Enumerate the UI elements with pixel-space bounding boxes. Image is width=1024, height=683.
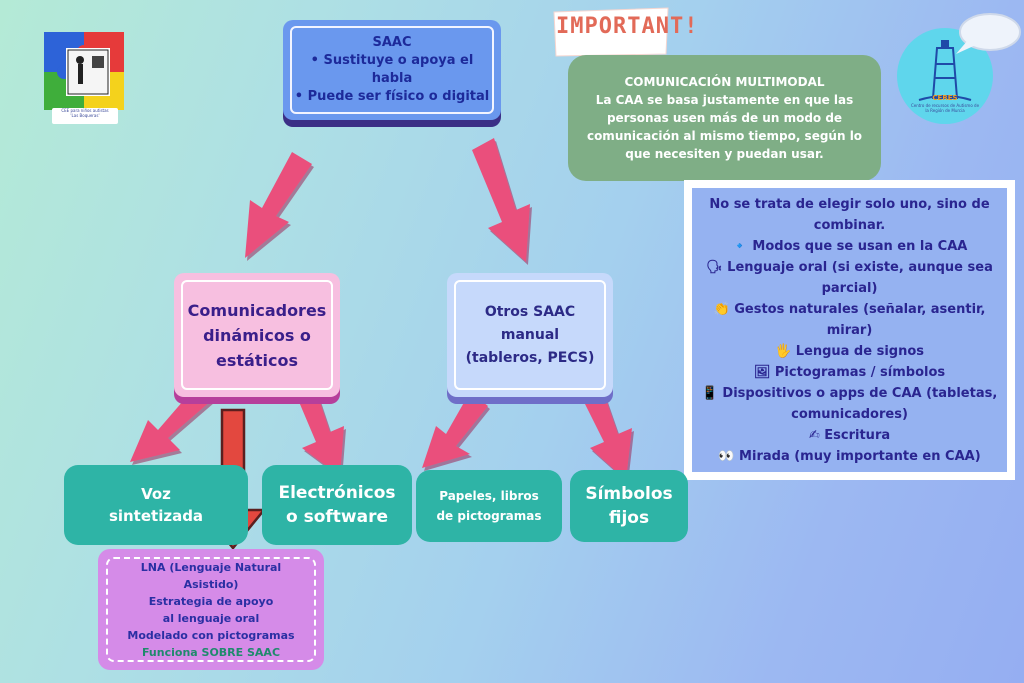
modes-line: mirar)	[826, 322, 873, 338]
papeles-line-1: Papeles, libros	[439, 489, 539, 503]
electronicos-label: Electrónicos o software	[262, 465, 412, 545]
modes-box: No se trata de elegir solo uno, sino de …	[684, 180, 1015, 480]
multimodal-line-3: comunicación al mismo tiempo, según lo	[586, 129, 863, 143]
ceres-caption: Centro de recursos de Autismo de la Regi…	[910, 103, 980, 113]
saac-line-1: • Sustituye o apoya el habla	[310, 53, 474, 86]
saac-box: SAAC • Sustituye o apoya el habla • Pued…	[283, 20, 501, 120]
multimodal-title: COMUNICACIÓN MULTIMODAL	[624, 75, 825, 89]
multimodal-line-4: que necesiten y puedan usar.	[625, 147, 824, 161]
simbolos-line-2: fijos	[608, 508, 650, 528]
modes-line: 🗣 Lenguaje oral (si existe, aunque sea	[706, 259, 993, 275]
important-sticker: IMPORTANT!	[552, 6, 697, 58]
other-saac-box: Otros SAAC manual (tableros, PECS)	[447, 273, 613, 397]
ceres-name: CERES	[932, 94, 958, 102]
saac-title: SAAC	[372, 35, 412, 50]
sticker-background-icon	[553, 7, 669, 57]
elec-line-2: o software	[285, 507, 388, 527]
voz-line-1: Voz	[141, 485, 171, 503]
lighthouse-icon	[918, 40, 972, 101]
lna-line-6: Funciona SOBRE SAAC	[141, 645, 281, 659]
simbolos-line-1: Símbolos	[585, 484, 673, 504]
multimodal-line-2: personas usen más de un modo de	[606, 111, 843, 125]
modes-line: 👀 Mirada (muy importante en CAA)	[718, 448, 981, 464]
modes-line: 📱 Dispositivos o apps de CAA (tabletas,	[701, 385, 998, 401]
arrow-saac-to-communicators	[245, 152, 312, 258]
speech-bubble-icon	[956, 13, 1021, 54]
multimodal-line-1: La CAA se basa justamente en que las	[595, 93, 854, 107]
simbolos-label: Símbolos fijos	[570, 470, 688, 542]
modes-line: ✍ Escritura	[808, 427, 891, 443]
other-saac-line-1: Otros SAAC	[484, 303, 576, 320]
puzzle-logo-icon	[44, 32, 124, 110]
modes-line: No se trata de elegir solo uno, sino de	[709, 196, 990, 212]
arrow-to-papeles	[422, 392, 488, 468]
arrow-to-simbolos	[582, 388, 632, 480]
lna-line-3: Estrategia de apoyo	[148, 594, 274, 608]
modes-line: comunicadores)	[791, 406, 908, 422]
lna-line-1: LNA (Lenguaje Natural	[140, 560, 282, 574]
arrow-to-electronicos	[294, 378, 344, 476]
papeles-label: Papeles, libros de pictogramas	[416, 470, 562, 542]
papeles-line-2: de pictogramas	[436, 509, 542, 523]
modes-line: combinar.	[813, 217, 886, 233]
school-logo: CEE para niños autistas 'Las Boqueras'	[38, 22, 132, 126]
elec-line-1: Electrónicos	[278, 483, 396, 503]
other-saac-line-3: (tableros, PECS)	[465, 349, 595, 366]
communicators-line-3: estáticos	[216, 350, 298, 370]
communicators-line-1: Comunicadores	[187, 300, 327, 320]
logo-caption-1: CEE para niños autistas	[61, 108, 109, 113]
modes-line: 🖐 Lengua de signos	[775, 343, 924, 359]
modes-line: 👏 Gestos naturales (señalar, asentir,	[713, 301, 986, 317]
lna-line-5: Modelado con pictogramas	[127, 628, 295, 642]
modes-line: 🖼 Pictogramas / símbolos	[753, 364, 946, 380]
saac-line-2: • Puede ser físico o digital	[294, 89, 490, 104]
communicators-box: Comunicadores dinámicos o estáticos	[174, 273, 340, 397]
voz-line-2: sintetizada	[108, 507, 204, 525]
modes-line: parcial)	[821, 280, 878, 296]
logo-caption-2: 'Las Boqueras'	[70, 113, 100, 118]
lna-box: LNA (Lenguaje Natural Asistido) Estrateg…	[98, 549, 324, 670]
modes-line: 🔹 Modos que se usan en la CAA	[731, 238, 968, 254]
voz-sintetizada-label: Voz sintetizada	[64, 465, 248, 545]
lna-line-4: al lenguaje oral	[162, 611, 260, 625]
lna-line-2: Asistido)	[183, 577, 239, 591]
arrow-to-voz	[130, 386, 212, 462]
communicators-line-2: dinámicos o	[203, 325, 311, 345]
other-saac-line-2: manual	[500, 326, 560, 343]
multimodal-box: COMUNICACIÓN MULTIMODAL La CAA se basa j…	[568, 55, 881, 181]
arrow-saac-to-other	[472, 138, 530, 262]
important-label: IMPORTANT!	[556, 14, 699, 39]
